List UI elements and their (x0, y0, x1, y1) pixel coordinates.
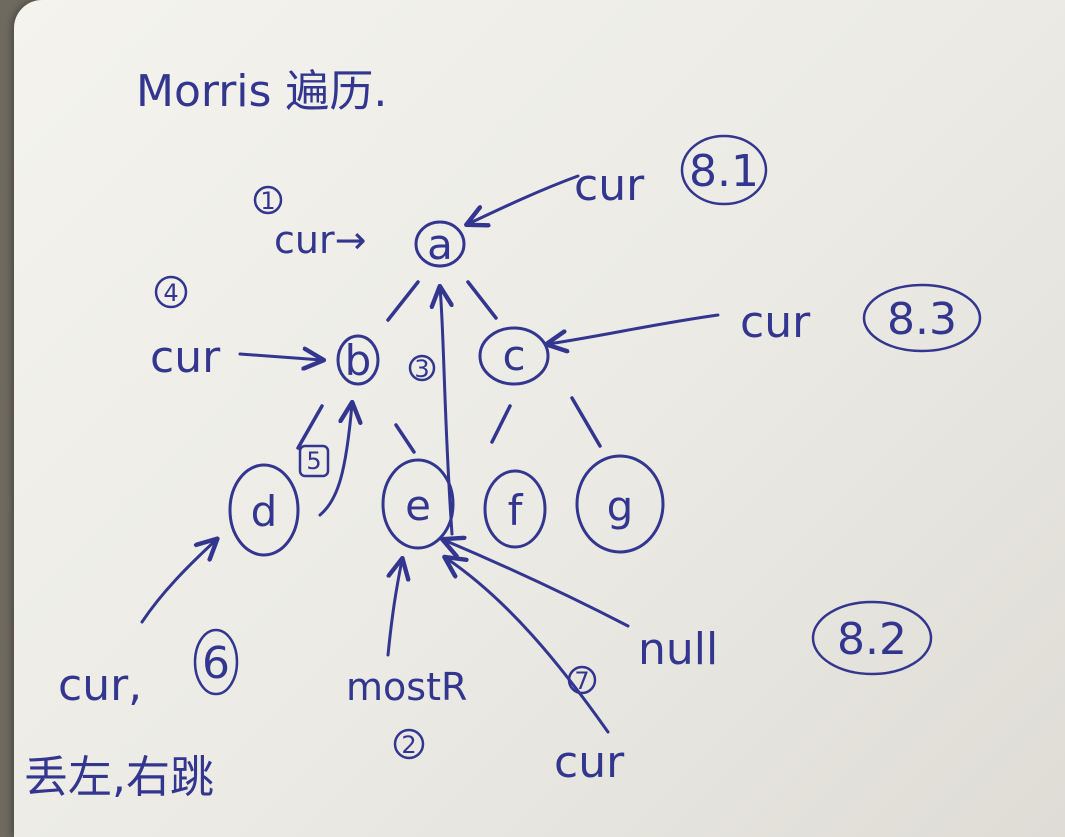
label-step-3: 3 (414, 355, 429, 383)
node-e: e (405, 481, 431, 530)
label-step-7: 7 (574, 667, 589, 695)
label-null: null (638, 624, 718, 675)
node-b: b (345, 336, 372, 385)
label-step-2: 2 (401, 731, 416, 759)
step-6-circle (193, 628, 239, 696)
step-8-2-circle (811, 600, 933, 676)
title: Morris 遍历. (136, 66, 387, 117)
paper-page (14, 0, 1065, 837)
edge-c-f (490, 404, 512, 444)
step-8-1-circle (680, 134, 768, 206)
label-cur-a-left: cur→ (274, 218, 366, 262)
arrow-e-to-a (440, 288, 452, 536)
node-d: d (251, 487, 278, 536)
arrow-null-to-e (444, 540, 630, 628)
arrow-cur-to-b (238, 354, 322, 360)
edge-b-e (394, 423, 416, 454)
annotation-arrows (140, 174, 720, 734)
label-cur-bottom: cur (554, 737, 625, 788)
step-3-circle (408, 354, 436, 382)
edge-c-g (570, 396, 602, 448)
node-e-circle (381, 458, 455, 550)
label-cur-a-right: cur (574, 160, 645, 211)
node-b-circle (336, 334, 380, 386)
arrow-cur-to-a-right (468, 174, 580, 224)
label-step-8-1: 8.1 (689, 146, 759, 197)
step-markers (154, 134, 982, 760)
step-8-3-circle (862, 283, 982, 353)
node-a-circle (414, 220, 466, 268)
label-mostr: mostR (346, 665, 467, 709)
step-1-circle (253, 185, 283, 215)
label-cur-d: cur, (58, 660, 142, 711)
node-a: a (427, 220, 453, 269)
step-7-circle (567, 665, 597, 695)
edge-b-d (296, 404, 324, 450)
node-f-circle (483, 469, 547, 549)
tree-nodes (228, 220, 665, 557)
label-step-4: 4 (163, 279, 178, 307)
node-g: g (607, 482, 634, 531)
node-f: f (508, 486, 524, 535)
tree-node-labels: a b c d e f g (251, 220, 634, 536)
edge-a-c (466, 280, 498, 320)
label-step-1: 1 (260, 187, 275, 215)
arrow-mostr-to-e (388, 560, 402, 657)
arrow-cur-to-c (548, 313, 720, 344)
arrow-cur-to-d (140, 540, 216, 624)
label-cur-c: cur (740, 297, 811, 348)
arrow-cur-to-e (446, 558, 610, 734)
node-g-circle (575, 454, 665, 554)
step-5-box (298, 444, 330, 478)
node-d-circle (228, 463, 300, 557)
tree-edges (296, 280, 602, 454)
step-4-circle (154, 275, 188, 309)
node-c: c (502, 331, 525, 380)
edge-a-b (386, 280, 420, 322)
label-step-8-2: 8.2 (837, 614, 907, 665)
label-go-left-right-jump: 丢左,右跳 (24, 752, 214, 803)
text-annotations: cur→ 1 cur 8.1 4 cur cur 8.3 3 5 cur, 6 … (24, 146, 957, 803)
node-c-circle (478, 326, 550, 386)
label-cur-b: cur (150, 332, 221, 383)
label-step-8-3: 8.3 (887, 294, 957, 345)
label-step-6: 6 (202, 638, 230, 689)
arrow-d-to-b (318, 404, 352, 517)
label-step-5: 5 (306, 447, 321, 475)
step-2-circle (393, 728, 425, 760)
